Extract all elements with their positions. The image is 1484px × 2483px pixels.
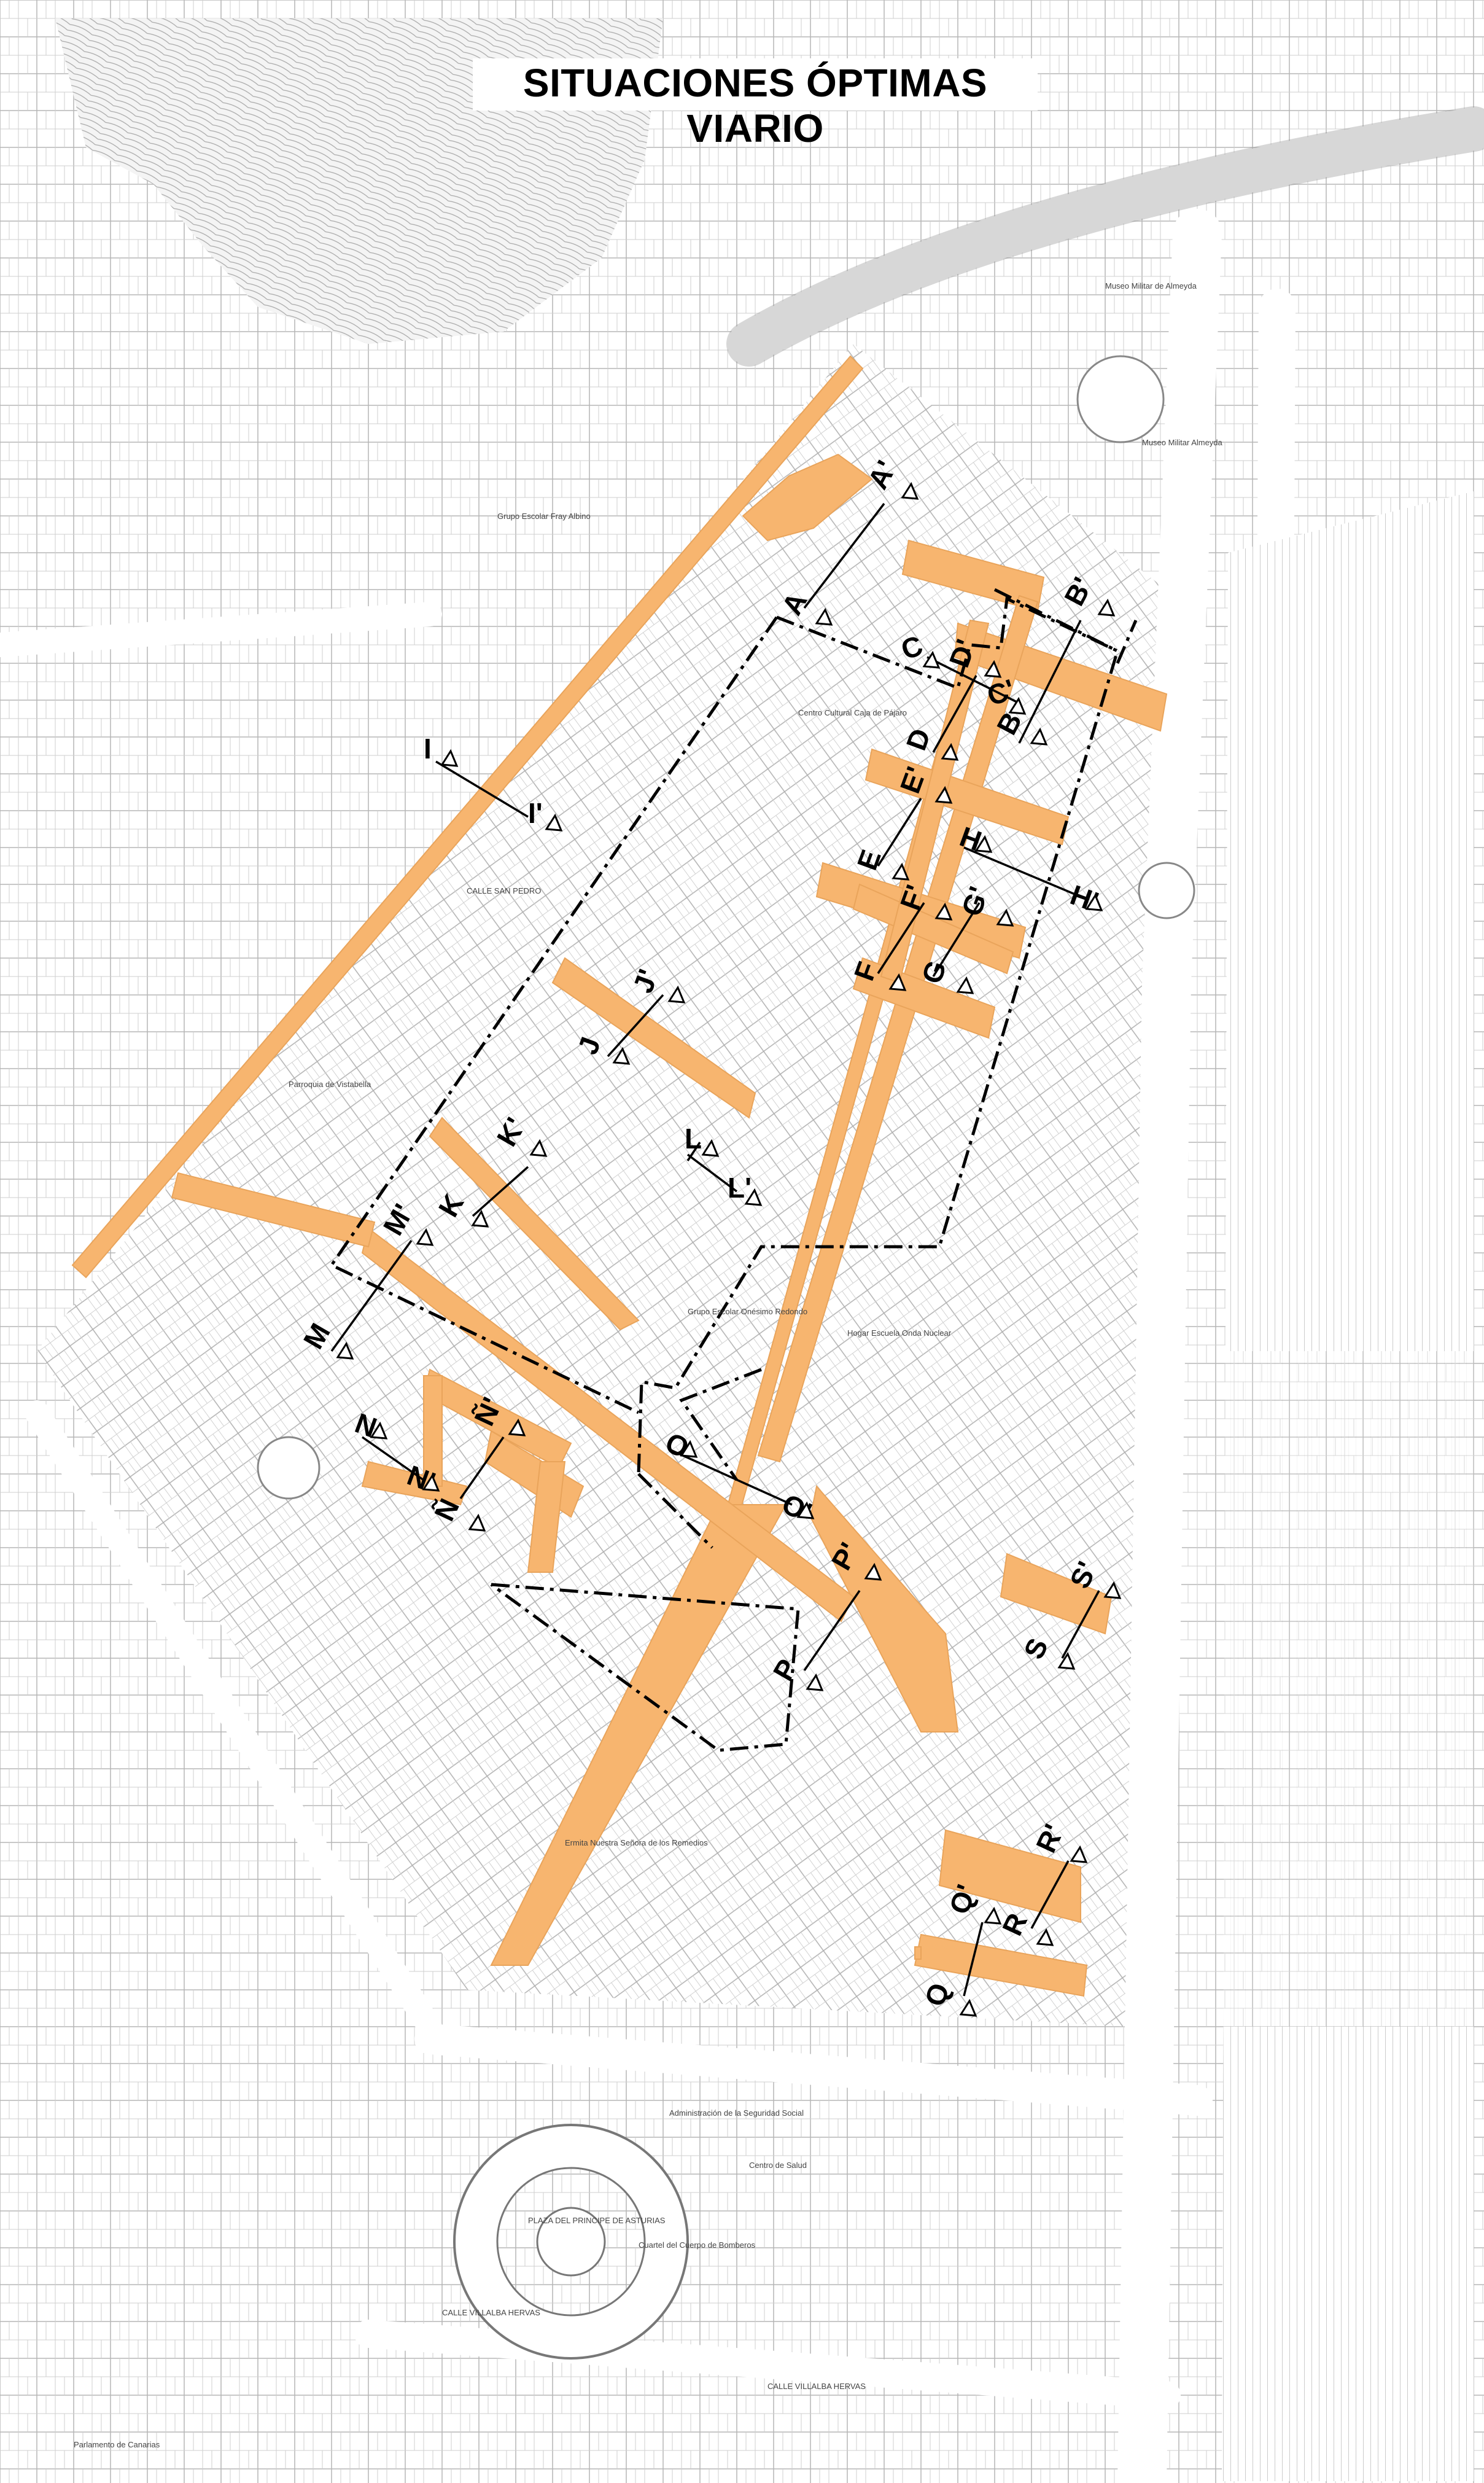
port-area — [1222, 1351, 1474, 2027]
section-arrow-3-a — [941, 743, 959, 761]
label-museo-militar-2: Museo Militar Almeyda — [1142, 438, 1223, 447]
label-tesoreria: Administración de la Seguridad Social — [669, 2108, 804, 2118]
plaza-roundabout — [453, 2124, 689, 2360]
label-calle-pilar: CALLE VILLALBA HERVAS — [442, 2308, 540, 2317]
section-arrow-10-a — [471, 1209, 489, 1228]
section-arrow-2-a — [922, 650, 941, 669]
section-label-8-b: I' — [528, 797, 543, 829]
roundabout-ne — [1076, 355, 1165, 443]
section-arrow-0-b — [901, 481, 919, 500]
section-arrow-11-b — [744, 1188, 763, 1206]
section-arrow-17-a — [959, 1998, 977, 2017]
section-label-11-a: L — [685, 1123, 702, 1155]
section-arrow-16-b — [864, 1562, 882, 1581]
section-arrow-15-a — [680, 1440, 698, 1458]
section-arrow-0-a — [815, 607, 833, 626]
label-parlamento: Parlamento de Canarias — [74, 2440, 160, 2449]
section-arrow-12-b — [416, 1228, 434, 1246]
label-calle-san-pedro: CALLE SAN PEDRO — [467, 886, 541, 895]
section-arrow-18-a — [1036, 1928, 1054, 1946]
label-cuartel: Cuartel del Cuerpo de Bomberos — [639, 2240, 756, 2250]
label-calle-pilar-2: CALLE VILLALBA HERVAS — [767, 2382, 866, 2391]
section-arrow-17-b — [984, 1906, 1002, 1925]
section-arrow-4-a — [892, 862, 910, 881]
section-arrow-5-b — [934, 902, 953, 921]
section-arrow-1-a — [1030, 727, 1048, 746]
section-label-8-a: I — [424, 733, 432, 765]
label-ermita: Ermita Nuestra Señora de los Remedios — [565, 1838, 708, 1847]
section-arrow-3-b — [984, 660, 1002, 678]
section-arrow-8-b — [545, 813, 563, 832]
section-arrow-14-b — [508, 1418, 526, 1436]
map-title: SITUACIONES ÓPTIMAS VIARIO — [523, 61, 988, 150]
label-centro-salud: Centro de Salud — [749, 2161, 807, 2170]
section-arrow-19-a — [1057, 1651, 1076, 1670]
section-arrow-7-b — [1085, 893, 1103, 911]
section-arrow-18-b — [1070, 1845, 1088, 1863]
section-arrow-19-b — [1103, 1581, 1122, 1599]
study-area-boundaries — [329, 588, 1138, 1752]
roundabout-w — [257, 1436, 320, 1500]
section-arrow-12-a — [336, 1341, 354, 1360]
label-plaza-principe: PLAZA DEL PRINCIPE DE ASTURIAS — [528, 2216, 666, 2225]
label-hogar-escuela: Hogar Escuela Onda Nuclear — [847, 1328, 952, 1338]
roundabout-e — [1138, 862, 1195, 919]
section-lines — [330, 502, 1100, 1997]
section-arrow-14-a — [468, 1513, 486, 1532]
section-arrow-5-a — [888, 973, 907, 991]
section-arrow-4-b — [934, 785, 953, 804]
section-arrow-13-a — [370, 1421, 388, 1440]
section-arrow-16-a — [806, 1673, 824, 1691]
title-background — [473, 58, 1038, 111]
section-arrow-6-b — [996, 908, 1014, 927]
section-arrow-11-a — [701, 1139, 720, 1157]
section-arrow-15-b — [796, 1501, 815, 1519]
section-arrow-9-a — [612, 1047, 631, 1065]
section-arrow-13-b — [422, 1473, 440, 1492]
optimal-streets — [71, 355, 1168, 1997]
section-arrow-1-b — [1097, 598, 1116, 617]
label-grupo-escolar-onesimo: Grupo Escolar Onésimo Redondo — [688, 1307, 807, 1316]
section-label-11-b: L' — [728, 1172, 752, 1204]
label-grupo-escolar-fray: Grupo Escolar Fray Albino — [497, 512, 591, 521]
label-museo-militar: Museo Militar de Almeyda — [1105, 281, 1197, 290]
section-arrow-7-a — [974, 835, 993, 853]
section-arrow-9-b — [667, 985, 686, 1004]
section-arrow-8-a — [440, 749, 459, 767]
section-arrow-6-a — [956, 976, 974, 994]
section-arrow-10-b — [529, 1139, 548, 1157]
section-arrow-2-b — [1008, 696, 1027, 715]
label-parroquia: Parroquia de Vistabella — [289, 1080, 371, 1089]
label-centro-cultural: Centro Cultural Caja de Pájaro — [798, 708, 907, 717]
